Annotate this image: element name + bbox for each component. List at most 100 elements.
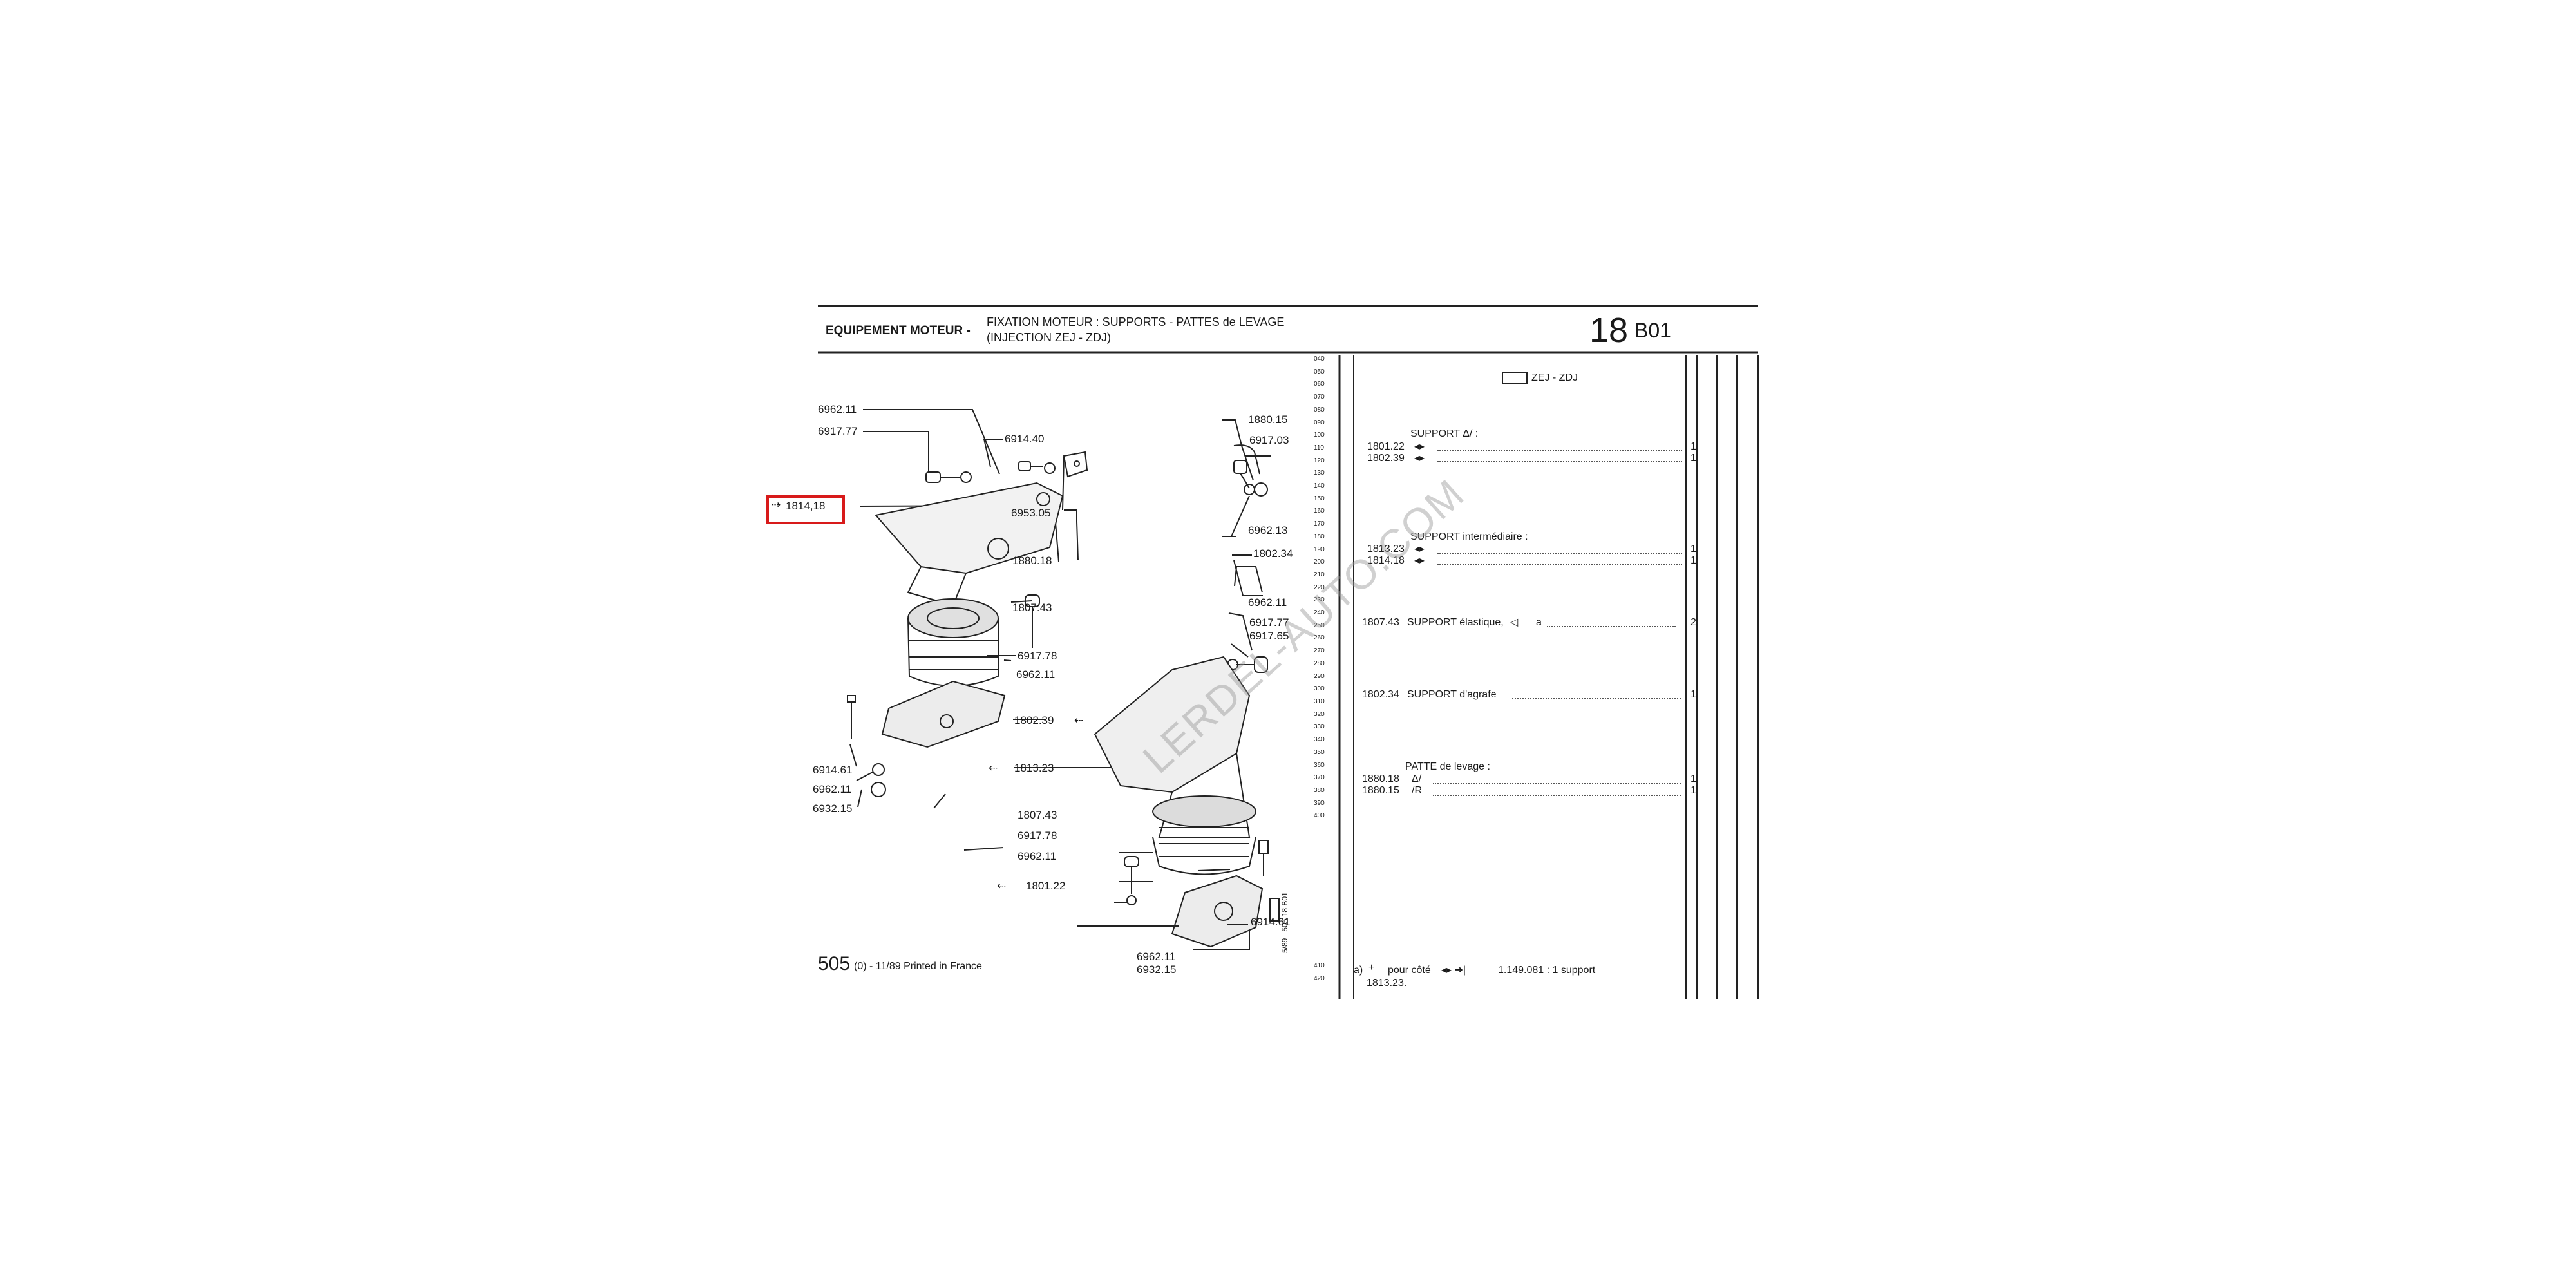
row-index: 230	[1314, 596, 1325, 604]
row-index: 100	[1314, 431, 1325, 439]
part-label: 6962.11	[1248, 596, 1287, 609]
row-index: 270	[1314, 647, 1325, 655]
row-index: 260	[1314, 634, 1325, 642]
part-qty: 1	[1690, 689, 1696, 700]
page-frame	[818, 305, 1759, 999]
side-icon: ◂▸ ➔|	[1441, 965, 1466, 976]
row-index: 360	[1314, 761, 1325, 769]
row-index: 250	[1314, 621, 1325, 629]
footnote-end: 1.149.081 : 1 support	[1498, 965, 1596, 976]
row-index: 350	[1314, 748, 1325, 756]
row-index: 110	[1314, 444, 1324, 451]
row-index: 170	[1314, 520, 1325, 528]
part-ref: 1802.34	[1362, 689, 1399, 700]
side-icon: ◂▸	[1414, 453, 1425, 464]
part-label: 1880.15	[1248, 413, 1288, 426]
row-index: 330	[1314, 723, 1325, 731]
leader-dots	[1547, 626, 1676, 627]
row-index: 070	[1314, 393, 1325, 401]
highlight-arrow: ⇢	[772, 498, 781, 511]
part-label: 6953.05	[1011, 507, 1051, 519]
leader-dots	[1433, 783, 1681, 784]
vertical-date: 5/89	[1280, 938, 1289, 953]
footer-print-info: (0) - 11/89 Printed in France	[854, 961, 982, 972]
row-index: 050	[1314, 368, 1325, 375]
side-arrow-icon: ⇠	[1074, 714, 1084, 726]
page-subtitle: (INJECTION ZEJ - ZDJ)	[987, 331, 1111, 344]
row-index: 300	[1314, 685, 1325, 693]
row-index: 370	[1314, 774, 1325, 782]
part-ref: 1807.43	[1362, 617, 1399, 628]
part-label: 1807.43	[1012, 601, 1052, 614]
part-label: 6962.11	[1018, 850, 1057, 862]
part-qty: 1	[1690, 555, 1696, 566]
row-index: 390	[1314, 799, 1325, 807]
part-label: 6914.61	[1251, 916, 1291, 928]
model-code: ZEJ - ZDJ	[1531, 372, 1578, 384]
row-index: 340	[1314, 736, 1325, 744]
part-ref: 1880.15	[1362, 785, 1399, 796]
highlight-box[interactable]	[766, 495, 845, 524]
part-qty: 1	[1690, 544, 1696, 554]
row-index: 120	[1314, 457, 1325, 464]
parts-catalog-page: EQUIPEMENT MOTEUR - FIXATION MOTEUR : SU…	[760, 283, 1765, 1005]
row-index: 380	[1314, 786, 1325, 794]
group-title: SUPPORT intermédiaire :	[1410, 531, 1528, 542]
leader-dots	[1437, 450, 1682, 451]
part-qty: 2	[1690, 617, 1696, 628]
part-qty: 1	[1690, 453, 1696, 464]
row-index: 060	[1314, 381, 1325, 388]
part-ref: 1801.22	[1367, 441, 1405, 452]
part-mark: /R	[1412, 785, 1422, 796]
leader-dots	[1437, 564, 1682, 565]
part-note-ref: a	[1536, 617, 1542, 628]
footnote-line2: 1813.23.	[1367, 978, 1407, 989]
row-index: 130	[1314, 469, 1325, 477]
vertical-ref-code: 505 18 B01	[1280, 892, 1289, 932]
row-index: 080	[1314, 406, 1325, 413]
part-label: 6932.15	[813, 802, 853, 815]
row-index: 190	[1314, 545, 1325, 553]
part-label: 6914.40	[1005, 433, 1045, 445]
leader-dots	[1437, 461, 1682, 462]
row-index-column: 040 050 060 070 080 090 100 110 120 130 …	[1314, 353, 1325, 822]
part-label: 6917.77	[1249, 616, 1289, 629]
part-label: 6962.11	[1016, 668, 1056, 681]
part-label: 1813.23	[1014, 762, 1054, 774]
side-icon: ◁	[1510, 617, 1519, 628]
footnote-text: pour côté	[1388, 965, 1431, 976]
row-index: 220	[1314, 583, 1325, 591]
row-index: 400	[1314, 812, 1325, 820]
row-index: 160	[1314, 507, 1325, 515]
part-label: 6917.65	[1249, 630, 1289, 642]
side-icon: ◂▸	[1414, 441, 1425, 452]
row-index: 040	[1314, 355, 1325, 363]
part-label: 6962.11	[818, 403, 857, 415]
row-index: 280	[1314, 659, 1325, 667]
part-desc: SUPPORT d'agrafe	[1407, 689, 1497, 700]
part-label: 1880.18	[1012, 554, 1052, 567]
highlight-label[interactable]: 1814,18	[786, 500, 826, 512]
footnote-prefix: a)	[1354, 965, 1363, 976]
leader-dots	[1437, 553, 1682, 554]
row-index: 140	[1314, 482, 1325, 490]
row-index: 090	[1314, 419, 1325, 426]
part-label: 6917.78	[1018, 650, 1057, 662]
part-label: 6962.11	[1137, 951, 1176, 963]
part-qty: 1	[1690, 441, 1696, 452]
side-arrow-icon: ⇠	[989, 762, 998, 774]
plus-icon: +	[1368, 962, 1375, 973]
row-index: 240	[1314, 609, 1325, 617]
vertical-page-ref: 5/89 505 18 B01	[1280, 892, 1289, 953]
group-title: PATTE de levage :	[1405, 761, 1490, 772]
part-label: 6917.78	[1018, 829, 1057, 842]
group-title: SUPPORT Δ/ :	[1410, 428, 1479, 439]
part-label: 1802.34	[1253, 547, 1293, 560]
model-badge: ZEJ - ZDJ	[1502, 372, 1578, 384]
row-index: 410	[1314, 962, 1325, 969]
subgroup-code: B01	[1634, 319, 1671, 342]
footer-model: 505	[818, 953, 851, 974]
side-arrow-icon: ⇠	[997, 880, 1007, 892]
row-index: 200	[1314, 558, 1325, 566]
part-ref: 1802.39	[1367, 453, 1405, 464]
